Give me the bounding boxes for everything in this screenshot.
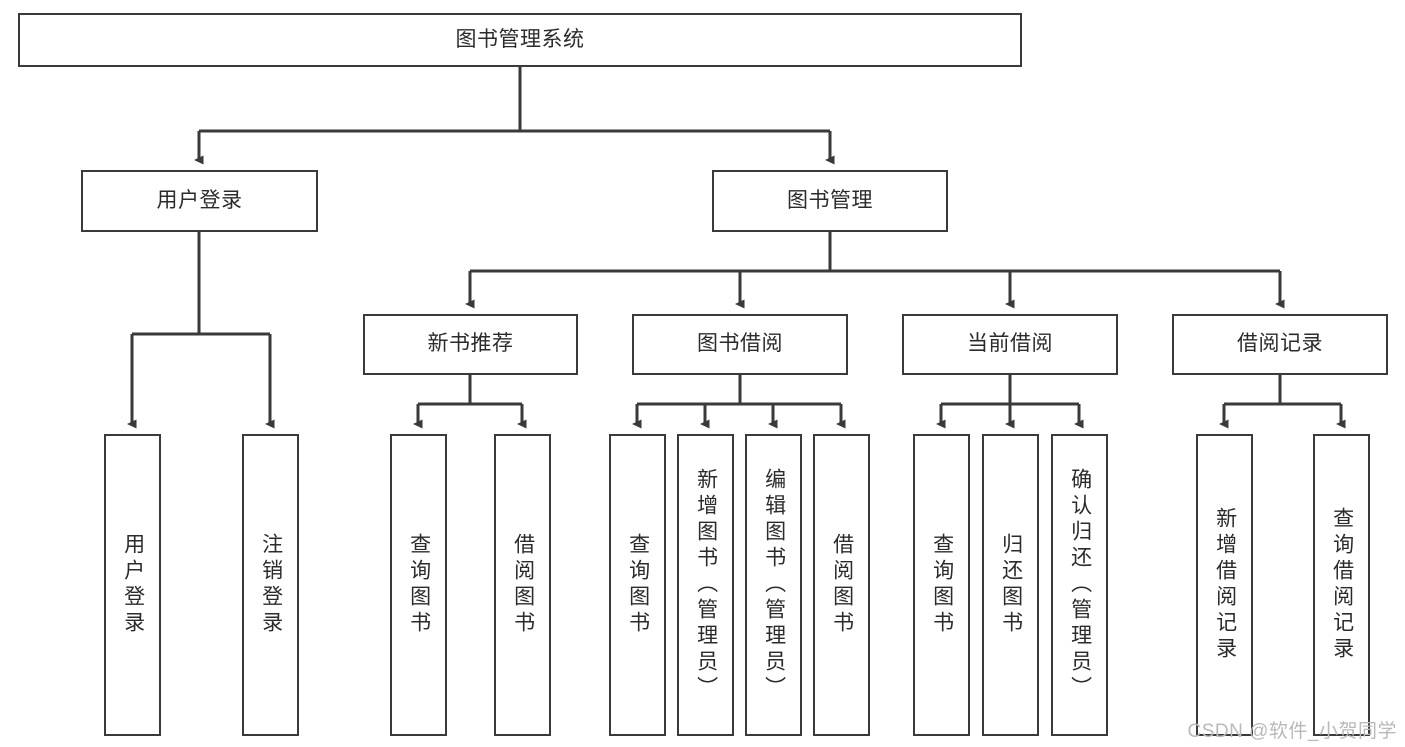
node-leaf-borrow-book-1-label: 借阅图书 <box>511 533 535 637</box>
node-new-book-recommend-label: 新书推荐 <box>427 332 514 356</box>
node-leaf-add-book[interactable]: 新增图书（管理员） <box>677 434 734 736</box>
node-leaf-logout-label: 注销登录 <box>259 533 283 637</box>
node-leaf-query-book-1[interactable]: 查询图书 <box>390 434 447 736</box>
node-leaf-return-book-label: 归还图书 <box>999 533 1023 637</box>
node-leaf-logout[interactable]: 注销登录 <box>242 434 299 736</box>
node-leaf-query-book-2[interactable]: 查询图书 <box>609 434 666 736</box>
node-leaf-return-book[interactable]: 归还图书 <box>982 434 1039 736</box>
node-book-management-label: 图书管理 <box>787 188 873 212</box>
node-current-borrow[interactable]: 当前借阅 <box>902 314 1118 375</box>
node-leaf-query-book-2-label: 查询图书 <box>626 533 650 637</box>
node-root-system[interactable]: 图书管理系统 <box>18 13 1022 67</box>
watermark-text: CSDN @软件_小贺同学 <box>1187 721 1397 742</box>
node-leaf-borrow-book-2-label: 借阅图书 <box>830 533 854 637</box>
node-leaf-query-book-1-label: 查询图书 <box>407 533 431 637</box>
node-leaf-user-login-label: 用户登录 <box>121 533 145 637</box>
node-leaf-query-record-label: 查询借阅记录 <box>1330 507 1354 663</box>
node-leaf-edit-book[interactable]: 编辑图书（管理员） <box>745 434 802 736</box>
node-book-borrow[interactable]: 图书借阅 <box>632 314 848 375</box>
node-leaf-confirm-return-label: 确认归还（管理员） <box>1068 468 1092 702</box>
node-leaf-query-record[interactable]: 查询借阅记录 <box>1313 434 1370 736</box>
node-borrow-record[interactable]: 借阅记录 <box>1172 314 1388 375</box>
node-leaf-borrow-book-2[interactable]: 借阅图书 <box>813 434 870 736</box>
node-leaf-confirm-return[interactable]: 确认归还（管理员） <box>1051 434 1108 736</box>
node-book-management[interactable]: 图书管理 <box>712 170 948 232</box>
node-leaf-user-login[interactable]: 用户登录 <box>104 434 161 736</box>
node-current-borrow-label: 当前借阅 <box>967 332 1053 356</box>
node-leaf-query-book-3[interactable]: 查询图书 <box>913 434 970 736</box>
node-new-book-recommend[interactable]: 新书推荐 <box>363 314 578 375</box>
node-book-borrow-label: 图书借阅 <box>697 332 783 356</box>
node-user-login-label: 用户登录 <box>156 188 243 212</box>
node-root-system-label: 图书管理系统 <box>455 27 585 51</box>
node-user-login[interactable]: 用户登录 <box>81 170 318 232</box>
node-leaf-edit-book-label: 编辑图书（管理员） <box>762 468 786 702</box>
node-leaf-add-book-label: 新增图书（管理员） <box>694 468 718 702</box>
node-leaf-add-record[interactable]: 新增借阅记录 <box>1196 434 1253 736</box>
node-leaf-query-book-3-label: 查询图书 <box>930 533 954 637</box>
node-leaf-borrow-book-1[interactable]: 借阅图书 <box>494 434 551 736</box>
node-borrow-record-label: 借阅记录 <box>1237 332 1323 356</box>
node-leaf-add-record-label: 新增借阅记录 <box>1213 507 1237 663</box>
